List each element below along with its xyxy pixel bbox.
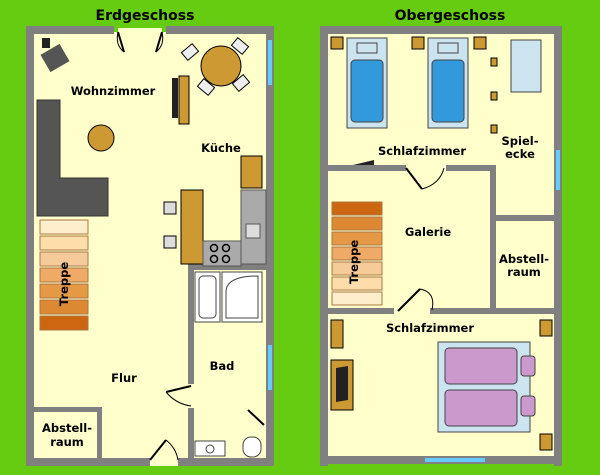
ground-interior-walls	[32, 264, 268, 466]
label-schlafzimmer-top: Schlafzimmer	[378, 144, 466, 158]
upper-interior-doors	[397, 167, 445, 312]
single-bed-2	[427, 37, 469, 129]
upper-interior-walls	[326, 165, 556, 314]
bathroom-fixtures	[194, 271, 263, 458]
upper-floor: Schlafzimmer Spiel- ecke Galerie Treppe …	[320, 26, 562, 466]
tv	[172, 75, 190, 125]
title-obergeschoss: Obergeschoss	[395, 8, 506, 24]
label-spielecke-1: Spiel-	[502, 134, 539, 148]
label-abstellraum-ground-1: Abstell-	[42, 421, 92, 435]
play-corner-furniture	[490, 39, 542, 134]
label-flur: Flur	[111, 371, 137, 385]
label-schlafzimmer-bottom: Schlafzimmer	[386, 321, 474, 335]
coffee-table	[87, 124, 115, 152]
single-bed-1	[346, 37, 388, 129]
sofa	[36, 99, 109, 217]
ground-interior-doors	[149, 385, 265, 466]
label-galerie: Galerie	[405, 225, 452, 239]
label-abstellraum-upper-2: raum	[507, 265, 541, 279]
cabinet-small	[330, 319, 344, 349]
ground-stairs	[39, 219, 89, 331]
label-kueche: Küche	[201, 141, 241, 155]
ground-windows	[268, 40, 272, 390]
label-abstellraum-ground-2: raum	[50, 435, 84, 449]
label-spielecke-2: ecke	[505, 147, 535, 161]
upper-windows	[425, 150, 560, 462]
label-abstellraum-upper-1: Abstell-	[499, 252, 549, 266]
double-bed	[437, 341, 536, 433]
dining-table	[180, 36, 251, 97]
upper-nightstands	[330, 36, 553, 451]
label-bad: Bad	[210, 359, 235, 373]
entrance-door	[116, 28, 164, 53]
ground-floor: Wohnzimmer Küche Treppe Flur Bad Abstell…	[26, 26, 274, 466]
fireplace	[40, 38, 70, 73]
cabinet-tall	[330, 359, 354, 411]
kitchen-furniture	[163, 155, 267, 267]
upper-lamp	[353, 160, 374, 165]
label-treppe-ground: Treppe	[57, 262, 71, 307]
title-erdgeschoss: Erdgeschoss	[96, 8, 195, 24]
upper-stairs	[331, 201, 383, 306]
label-wohnzimmer: Wohnzimmer	[71, 84, 156, 98]
label-treppe-upper: Treppe	[347, 240, 361, 285]
